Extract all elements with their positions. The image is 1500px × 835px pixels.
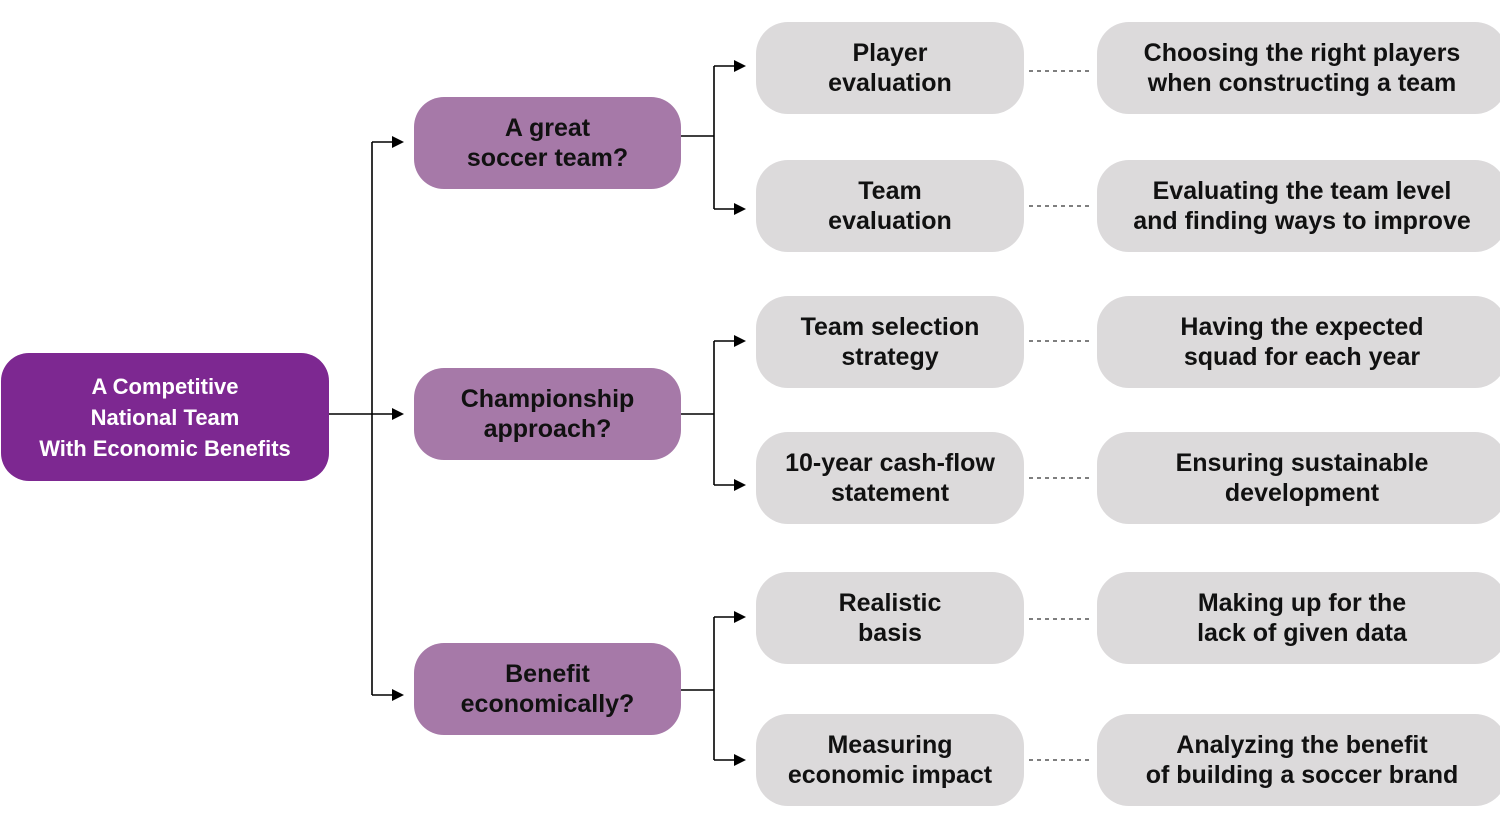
- branch-node-great-soccer-team: A great soccer team?: [414, 97, 681, 189]
- method-node-label: Team evaluation: [828, 177, 952, 235]
- root-node-label: A Competitive National Team With Economi…: [39, 373, 291, 461]
- goal-node-choosing-right-players: Choosing the right players when construc…: [1097, 22, 1500, 114]
- root-node: A Competitive National Team With Economi…: [1, 353, 329, 481]
- method-node-realistic-basis: Realistic basis: [756, 572, 1024, 664]
- goal-node-expected-squad: Having the expected squad for each year: [1097, 296, 1500, 388]
- method-node-team-selection-strategy: Team selection strategy: [756, 296, 1024, 388]
- goal-node-evaluating-team-level: Evaluating the team level and finding wa…: [1097, 160, 1500, 252]
- goal-node-label: Evaluating the team level and finding wa…: [1133, 177, 1471, 235]
- goal-node-label: Choosing the right players when construc…: [1143, 39, 1461, 97]
- branch-node-label: Championship approach?: [460, 385, 635, 443]
- branch-node-benefit-economically: Benefit economically?: [414, 643, 681, 735]
- method-node-measuring-economic-impact: Measuring economic impact: [756, 714, 1024, 806]
- goal-node-label: Analyzing the benefit of building a socc…: [1145, 731, 1459, 789]
- branch-node-label: A great soccer team?: [466, 114, 629, 172]
- method-node-label: Team selection strategy: [800, 313, 980, 371]
- goal-node-soccer-brand: Analyzing the benefit of building a socc…: [1097, 714, 1500, 806]
- goal-node-label: Having the expected squad for each year: [1180, 313, 1424, 371]
- method-node-player-evaluation: Player evaluation: [756, 22, 1024, 114]
- goal-node-lack-of-data: Making up for the lack of given data: [1097, 572, 1500, 664]
- goal-node-sustainable-development: Ensuring sustainable development: [1097, 432, 1500, 524]
- method-node-team-evaluation: Team evaluation: [756, 160, 1024, 252]
- goal-node-label: Ensuring sustainable development: [1175, 449, 1429, 507]
- method-node-label: Player evaluation: [828, 39, 952, 97]
- method-node-label: Measuring economic impact: [787, 731, 993, 789]
- method-node-label: Realistic basis: [838, 589, 942, 647]
- branch-node-label: Benefit economically?: [460, 660, 635, 718]
- branch-node-championship-approach: Championship approach?: [414, 368, 681, 460]
- method-node-cash-flow-statement: 10-year cash-flow statement: [756, 432, 1024, 524]
- method-node-label: 10-year cash-flow statement: [785, 449, 995, 507]
- goal-node-label: Making up for the lack of given data: [1197, 589, 1407, 647]
